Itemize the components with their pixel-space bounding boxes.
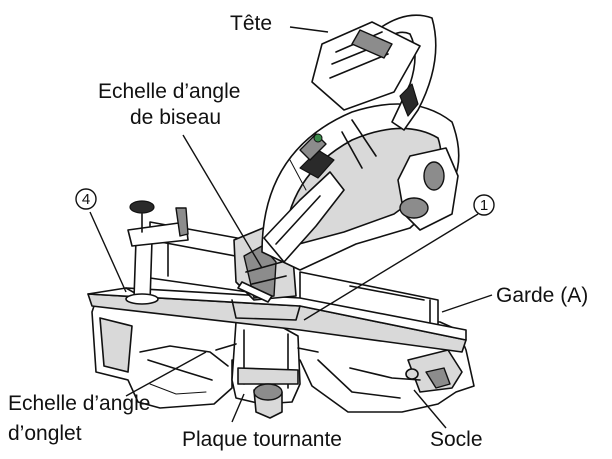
label-garde: Garde (A): [496, 284, 588, 307]
leader-echelle-onglet: [125, 351, 207, 397]
saw-head: [261, 14, 460, 271]
callout-4-number: 4: [82, 191, 90, 208]
leader-tete: [289, 26, 329, 33]
leader-lines: [89, 26, 493, 429]
leader-socle: [413, 389, 447, 429]
label-tete: Tête: [230, 12, 272, 35]
callout-1: 1: [473, 194, 495, 216]
callout-1-number: 1: [480, 197, 488, 214]
leader-plaque: [231, 393, 245, 423]
leader-4: [89, 211, 127, 293]
leader-echelle-biseau: [182, 134, 263, 269]
plaque-tournante: [215, 321, 319, 419]
label-echelle-biseau-line1: Echelle d’angle: [98, 80, 240, 103]
callout-4: 4: [75, 188, 97, 210]
vise-clamp: [125, 200, 189, 305]
green-knob-icon: [313, 133, 323, 143]
label-plaque-tournante: Plaque tournante: [182, 428, 342, 451]
leader-1: [303, 213, 479, 321]
label-socle: Socle: [430, 428, 483, 451]
leader-garde: [441, 294, 493, 313]
label-echelle-onglet-line2: d’onglet: [8, 422, 82, 445]
label-echelle-onglet-line1: Echelle d’angle: [8, 392, 150, 415]
label-echelle-biseau-line2: de biseau: [130, 106, 221, 129]
